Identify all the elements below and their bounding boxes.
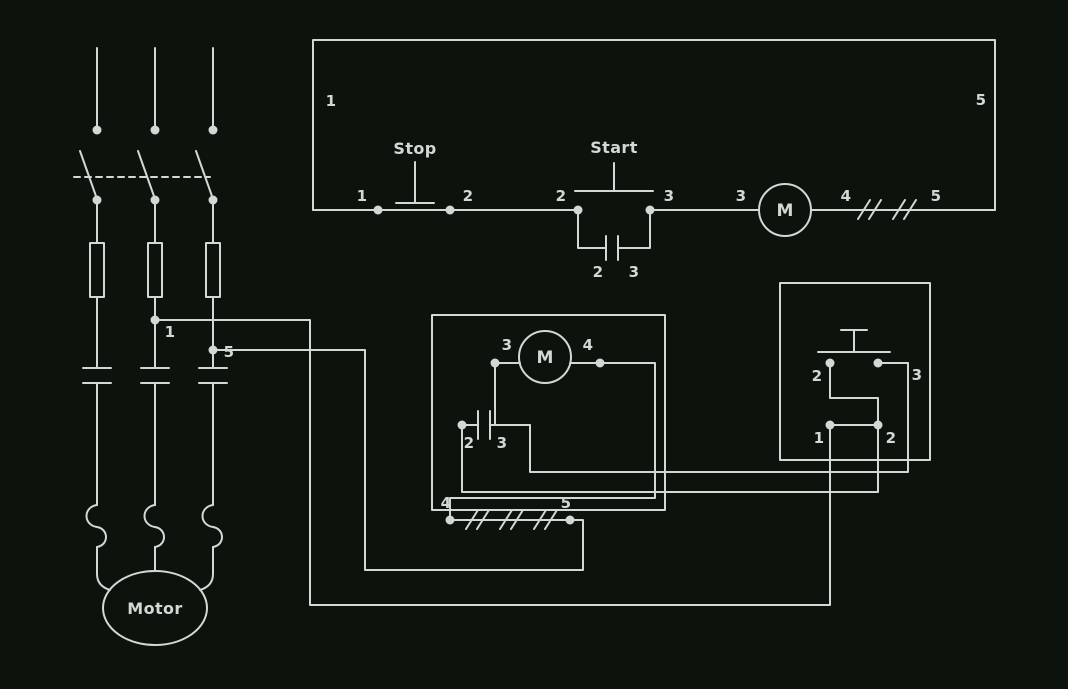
control-taps: 1 5 xyxy=(150,315,235,361)
coil-terminal-3: 3 xyxy=(502,336,513,354)
tap-1-label: 1 xyxy=(165,323,176,341)
aux-terminal-3: 3 xyxy=(497,434,508,452)
coil-circle xyxy=(758,183,812,237)
coil-terminal-4: 4 xyxy=(841,187,852,205)
wire-tap1-to-stop xyxy=(154,319,831,606)
stop-terminal-1: 1 xyxy=(357,187,368,205)
contactor-coil: M 3 4 xyxy=(490,330,605,384)
rail-left-label: 1 xyxy=(326,92,337,110)
terminal-dot xyxy=(208,125,218,135)
overload-contact-symbol: 5 xyxy=(857,187,942,220)
wire-start2-to-stop2 xyxy=(829,362,879,426)
pushbutton-station-box: 2 3 1 2 xyxy=(779,282,931,461)
terminal-dot xyxy=(825,420,835,430)
terminal-dot xyxy=(565,515,575,525)
stop-terminal-2: 2 xyxy=(463,187,474,205)
station-enclosure xyxy=(779,282,931,461)
overload-terminal-4: 4 xyxy=(441,494,452,512)
rail-right-label: 5 xyxy=(976,91,987,109)
aux-terminal-2: 2 xyxy=(464,434,475,452)
seal-in-contact: 2 3 xyxy=(577,209,651,281)
stop-terminal-1: 1 xyxy=(814,429,825,447)
motor-ellipse xyxy=(102,570,208,646)
coil-circle xyxy=(518,330,572,384)
overload-terminal-5: 5 xyxy=(931,187,942,205)
coil-terminal-3: 3 xyxy=(736,187,747,205)
coil-letter: M xyxy=(537,348,554,368)
main-contacts xyxy=(82,367,228,506)
terminal-dot xyxy=(373,205,383,215)
seal-terminal-3: 3 xyxy=(629,263,640,281)
contactor-box: M 3 4 2 3 4 5 xyxy=(431,314,666,530)
terminal-dot xyxy=(92,125,102,135)
station-stop-button: 1 2 xyxy=(814,420,897,447)
coil-letter: M xyxy=(777,201,794,221)
ladder-diagram: 1 5 Stop 1 2 Start 2 3 2 3 xyxy=(312,39,996,281)
fuse-l1 xyxy=(89,242,105,298)
start-terminal-2: 2 xyxy=(556,187,567,205)
supply-lines xyxy=(92,47,218,135)
fuse-l3 xyxy=(205,242,221,298)
tap-wires xyxy=(154,319,831,606)
terminal-dot xyxy=(445,515,455,525)
coil-terminal-4: 4 xyxy=(583,336,594,354)
interconnect-wires xyxy=(461,362,909,493)
wire-coil4-to-overload xyxy=(449,362,656,521)
seal-terminal-2: 2 xyxy=(593,263,604,281)
contactor-enclosure xyxy=(431,314,666,511)
start-terminal-2: 2 xyxy=(812,367,823,385)
start-terminal-3: 3 xyxy=(912,366,923,384)
coil-m-symbol: 3 M 4 xyxy=(736,183,852,237)
wire-aux3-to-start3 xyxy=(529,362,909,473)
auxiliary-contact: 2 3 xyxy=(457,362,531,452)
overload-terminal-5: 5 xyxy=(561,494,572,512)
wire-aux2-to-stop2 xyxy=(461,424,879,493)
stop-label: Stop xyxy=(393,139,436,158)
power-circuit: 1 5 Motor xyxy=(73,47,831,646)
station-start-button: 2 3 xyxy=(812,329,923,385)
stop-terminal-2: 2 xyxy=(886,429,897,447)
terminal-dot xyxy=(445,205,455,215)
start-terminal-3: 3 xyxy=(664,187,675,205)
stop-pushbutton-symbol: Stop 1 2 xyxy=(357,139,474,215)
wire-tap5-to-overload xyxy=(212,349,584,571)
disconnect-switch xyxy=(73,150,218,205)
fuses xyxy=(89,199,221,369)
tap-5-label: 5 xyxy=(224,343,235,361)
overload-contact-row: 4 5 xyxy=(441,494,575,530)
start-pushbutton-symbol: Start 2 3 xyxy=(556,138,675,215)
terminal-dot xyxy=(150,125,160,135)
fuse-l2 xyxy=(147,242,163,298)
motor-label: Motor xyxy=(127,599,182,618)
motor: Motor xyxy=(96,546,214,646)
ladder-rails xyxy=(312,39,996,211)
overload-heaters xyxy=(85,504,223,548)
start-label: Start xyxy=(590,138,638,157)
